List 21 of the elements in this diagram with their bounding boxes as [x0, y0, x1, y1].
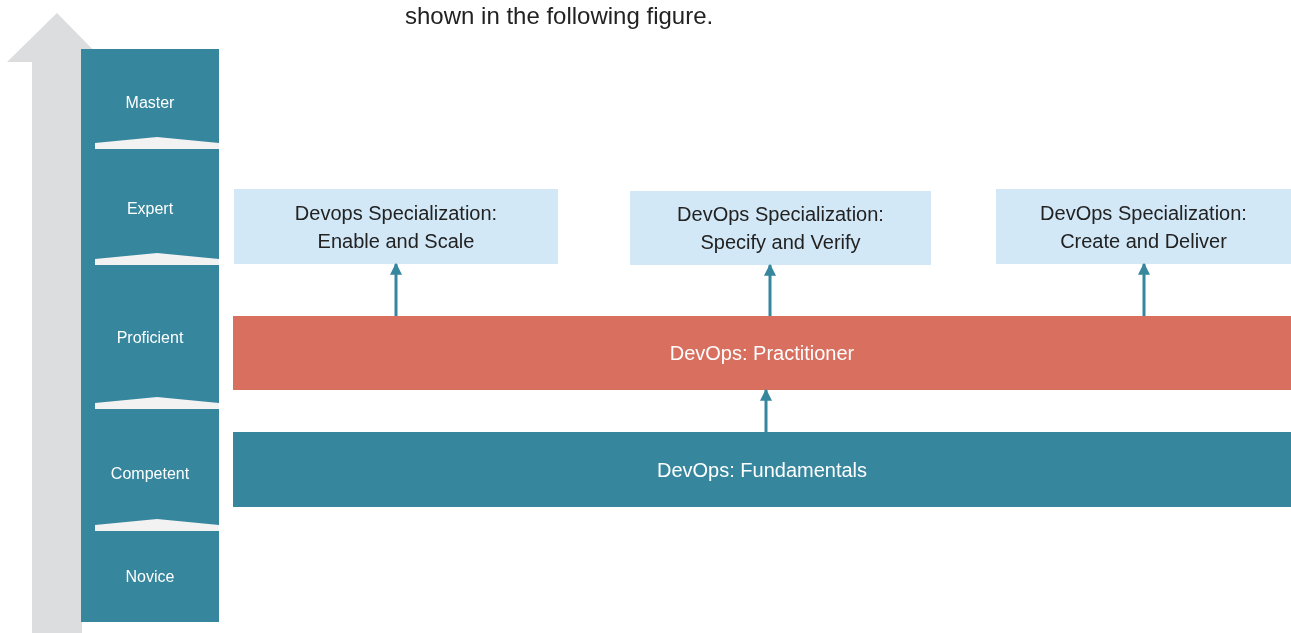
- node-label: DevOps: Practitioner: [669, 341, 855, 366]
- arrow: [760, 388, 772, 432]
- level-label: Expert: [125, 200, 175, 218]
- level-label: Master: [124, 94, 176, 112]
- arrow: [1138, 262, 1150, 316]
- node-label: DevOps Specialization: Create and Deliver: [1039, 200, 1248, 254]
- arrow: [764, 263, 776, 316]
- node-label: DevOps Specialization: Specify and Verify: [676, 202, 885, 255]
- specialization-box: [630, 191, 931, 265]
- level-label: Proficient: [115, 329, 185, 347]
- level-label: Novice: [124, 568, 176, 586]
- arrow: [390, 262, 402, 316]
- node-label: Devops Specialization: Enable and Scale: [293, 200, 499, 254]
- level-label: Competent: [109, 465, 191, 483]
- caption-text: shown in the following figure.: [405, 2, 714, 30]
- level-column: [81, 49, 219, 622]
- fundamentals-bar: [233, 432, 1291, 507]
- specialization-box: [996, 189, 1291, 264]
- specialization-box: [234, 189, 558, 264]
- practitioner-bar: [233, 316, 1291, 390]
- node-label: DevOps: Fundamentals: [656, 457, 868, 483]
